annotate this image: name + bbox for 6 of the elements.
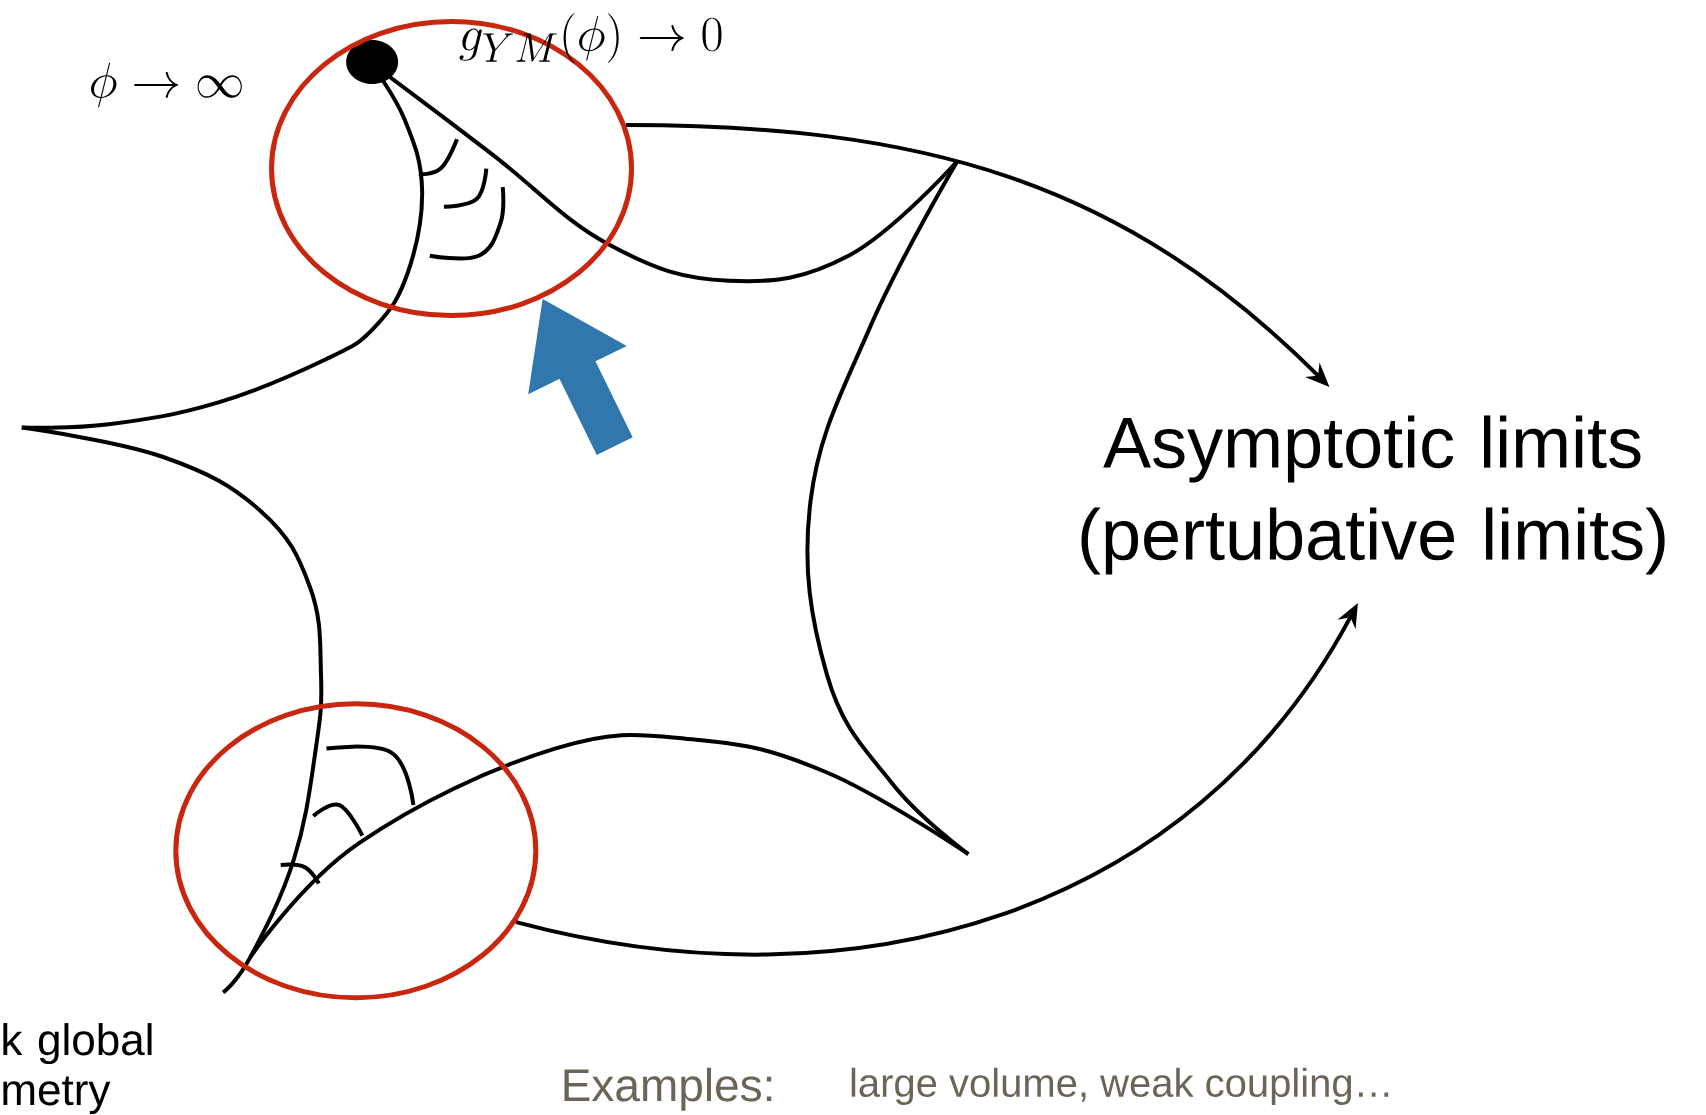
caption-text: k global metry	[3, 1023, 152, 1115]
ellipse	[173, 701, 539, 1001]
limit-label: Asymptotic limits (pertubative limits)	[1081, 415, 1665, 575]
examples-heading: Examples:	[564, 1067, 772, 1111]
examples-text: large volume, weak coupling…	[851, 1067, 1389, 1105]
formula-label: $\phi \to \infty$	[91, 62, 242, 108]
